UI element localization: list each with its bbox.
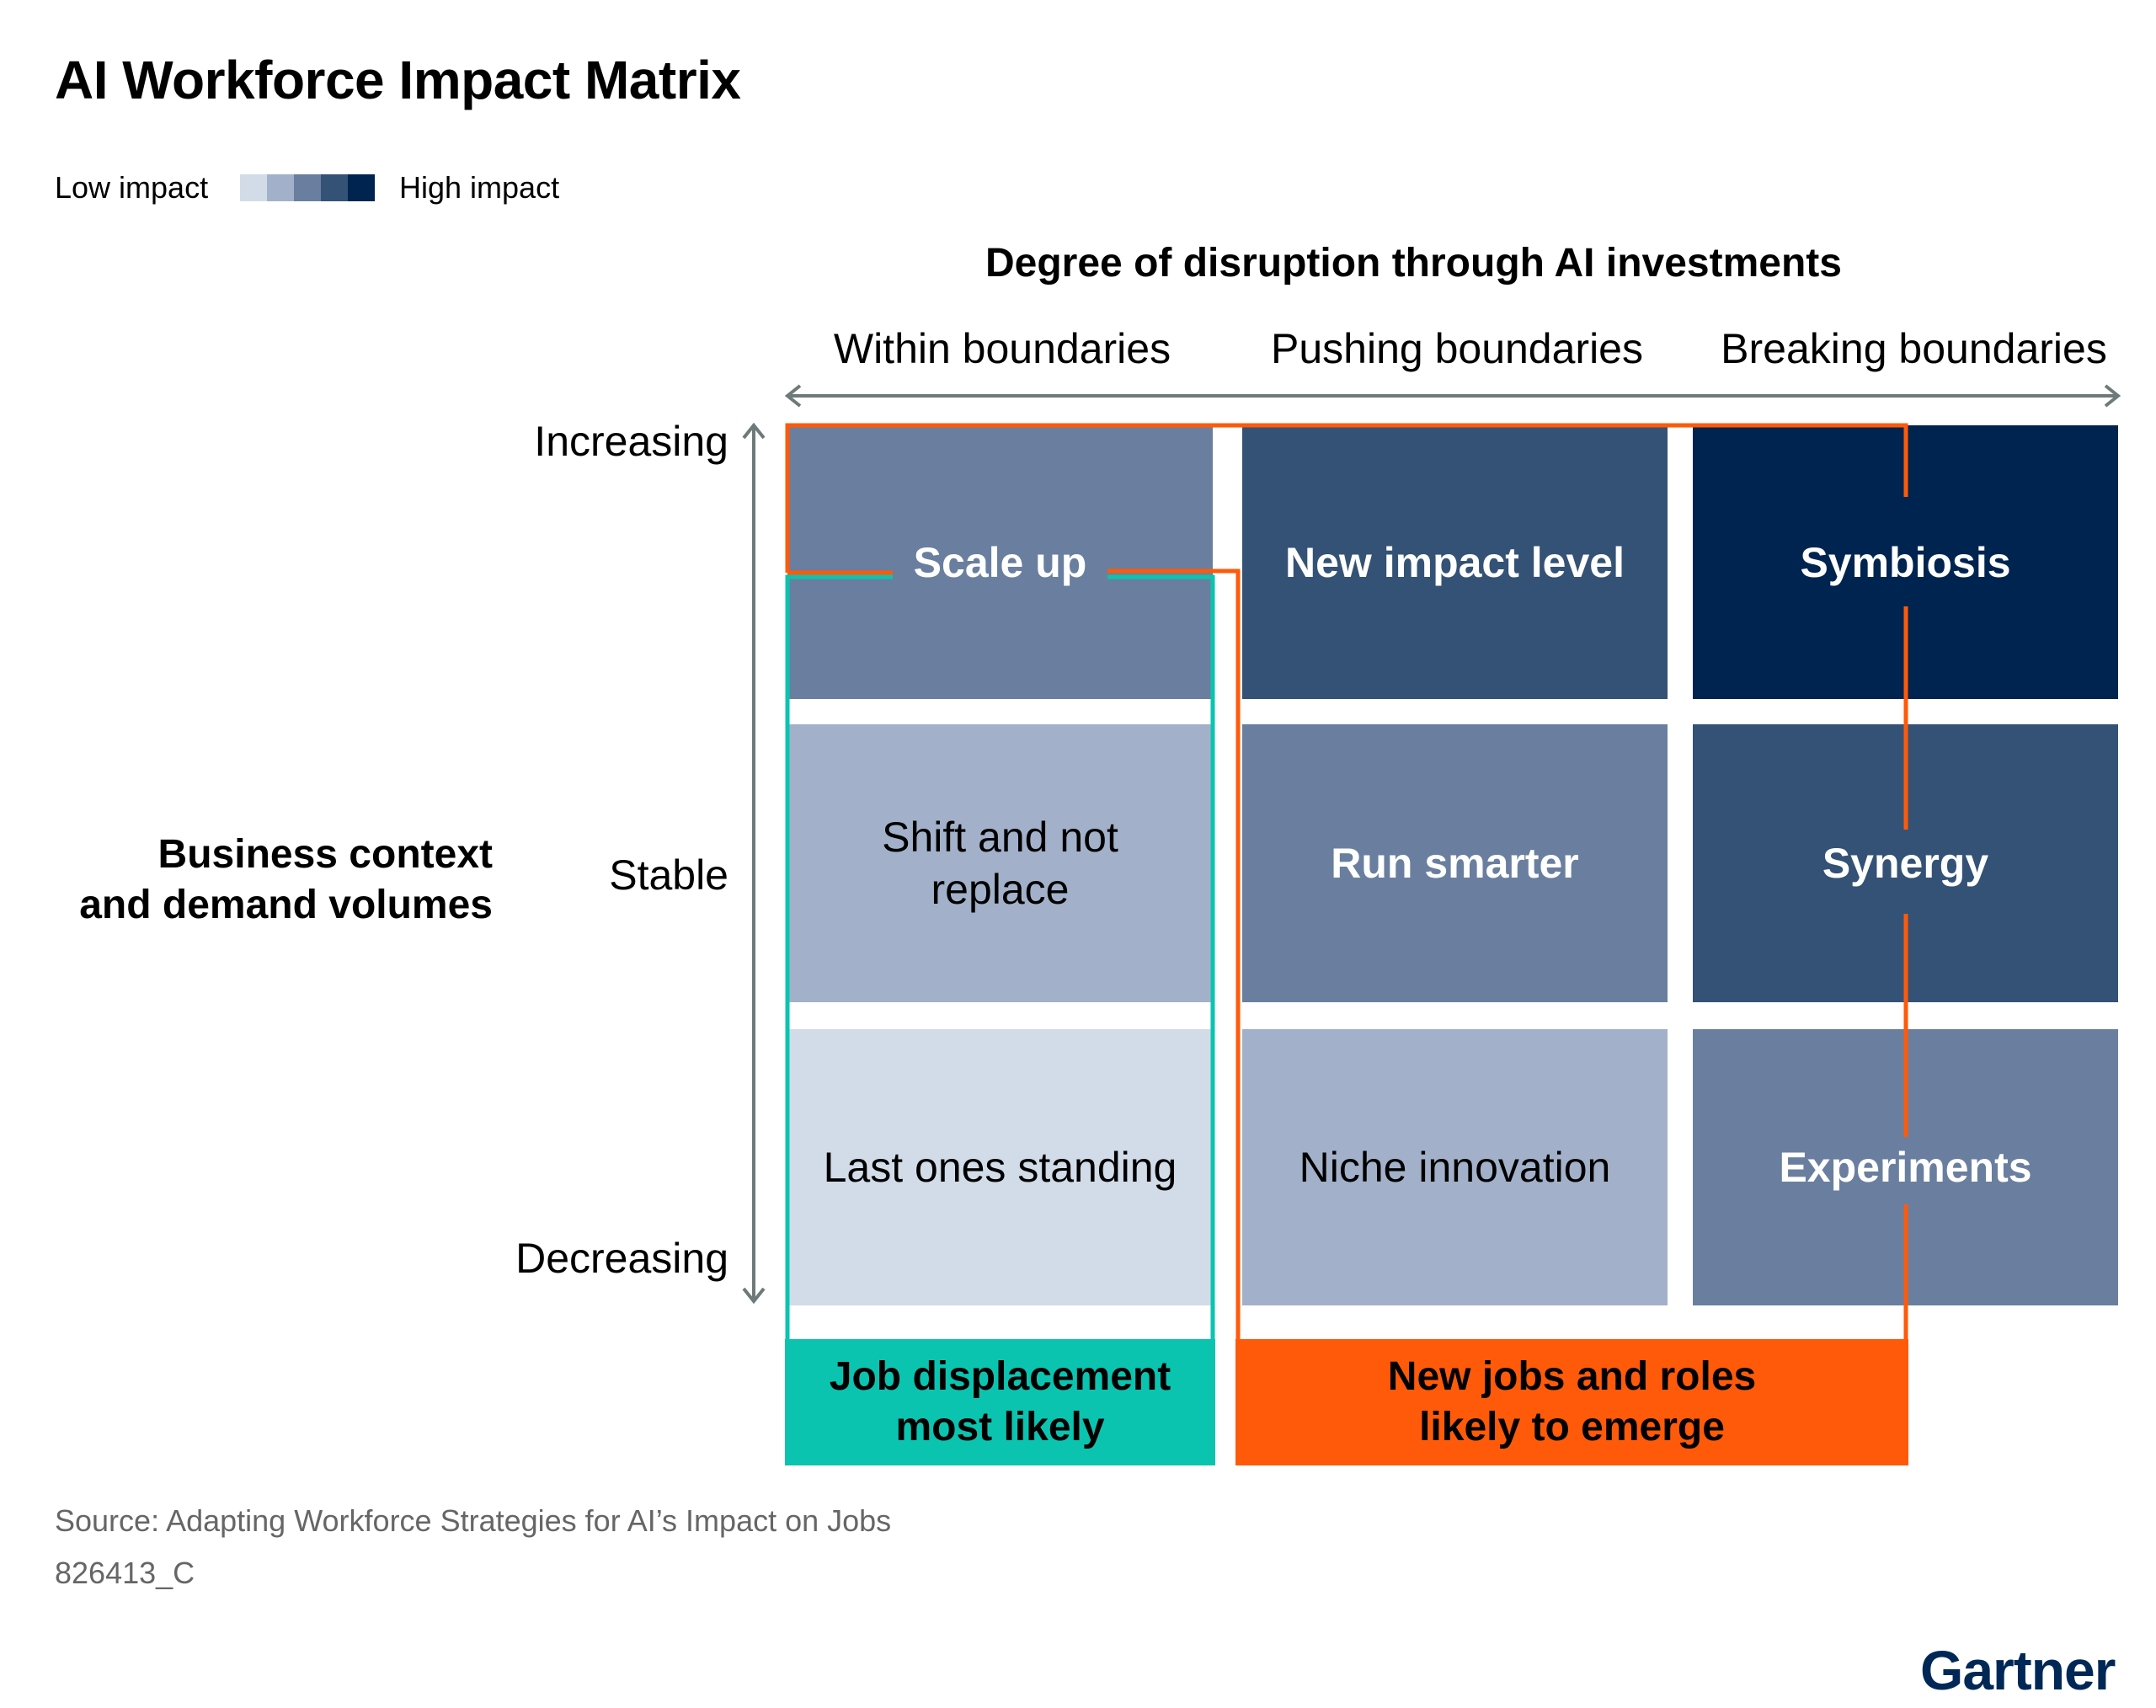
legend-low-label: Low impact: [55, 170, 209, 205]
cell-scale-up-label: Scale up: [894, 536, 1106, 589]
new-jobs-box: New jobs and roles likely to emerge: [1235, 1339, 1908, 1465]
legend-swatch-4: [321, 174, 348, 201]
x-axis-arrow: [784, 384, 2121, 408]
legend-swatch-1: [240, 174, 267, 201]
cell-synergy-label: Synergy: [1822, 840, 1989, 887]
cell-experiments-label: Experiments: [1779, 1144, 2032, 1191]
y-axis-title-line2: and demand volumes: [79, 883, 493, 927]
displacement-outline: [785, 574, 1215, 1341]
legend-gradient: [240, 174, 375, 201]
row-label-increasing: Increasing: [534, 418, 728, 465]
column-label-within: Within boundaries: [833, 325, 1171, 372]
cell-last-ones-standing-label: Last ones standing: [823, 1144, 1177, 1191]
column-label-pushing: Pushing boundaries: [1271, 325, 1643, 372]
legend-swatch-2: [267, 174, 294, 201]
cell-shift-line2: replace: [931, 866, 1070, 913]
row-label-decreasing: Decreasing: [515, 1235, 728, 1282]
job-displacement-box: Job displacement most likely: [785, 1339, 1215, 1465]
gartner-logo: Gartner: [1920, 1639, 2116, 1701]
legend-swatch-3: [294, 174, 321, 201]
new-jobs-line2: likely to emerge: [1419, 1405, 1725, 1449]
cell-niche-innovation: Niche innovation: [1242, 1029, 1668, 1305]
legend-swatch-5: [348, 174, 375, 201]
cell-run-smarter-label: Run smarter: [1331, 840, 1579, 887]
cell-run-smarter: Run smarter: [1242, 724, 1668, 1002]
page-title: AI Workforce Impact Matrix: [55, 50, 741, 110]
y-axis-title: Business context and demand volumes: [34, 830, 493, 931]
cell-symbiosis-label: Symbiosis: [1800, 538, 2011, 586]
cell-new-impact-level: New impact level: [1242, 425, 1668, 699]
cell-niche-innovation-label: Niche innovation: [1299, 1144, 1611, 1191]
legend-high-label: High impact: [399, 170, 560, 205]
x-axis-title: Degree of disruption through AI investme…: [985, 241, 1842, 286]
cell-new-impact-level-label: New impact level: [1285, 538, 1625, 586]
column-label-breaking: Breaking boundaries: [1721, 325, 2107, 372]
job-displacement-line1: Job displacement: [829, 1354, 1171, 1399]
new-jobs-line1: New jobs and roles: [1387, 1354, 1757, 1399]
cell-shift-not-replace: Shift and not replace: [787, 724, 1213, 1002]
row-label-stable: Stable: [609, 851, 728, 899]
job-displacement-line2: most likely: [895, 1405, 1105, 1449]
figure-code: 826413_C: [55, 1556, 195, 1590]
y-axis-arrow: [742, 422, 766, 1305]
cell-last-ones-standing: Last ones standing: [787, 1029, 1213, 1305]
y-axis-title-line1: Business context: [157, 832, 493, 877]
source-note: Source: Adapting Workforce Strategies fo…: [55, 1503, 892, 1538]
emerge-outline: [785, 423, 1908, 1341]
cell-scale-up: Scale up: [787, 425, 1213, 699]
cell-shift-line1: Shift and not: [882, 814, 1118, 861]
